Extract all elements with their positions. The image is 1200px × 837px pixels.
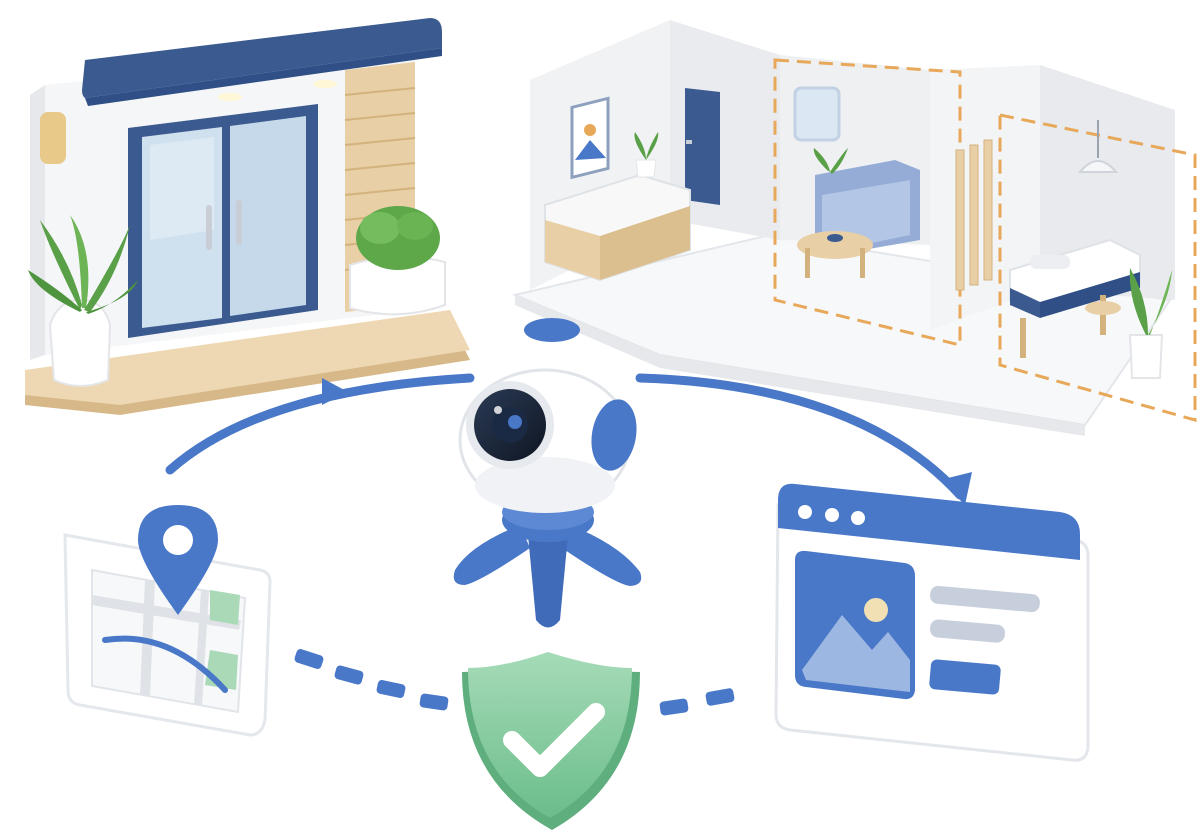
- potted-plant-left: [28, 215, 138, 387]
- map-pin-icon: [63, 505, 272, 737]
- storefront-illustration: [25, 18, 470, 415]
- browser-image-icon: [774, 483, 1090, 762]
- workflow-arrows: [165, 373, 972, 716]
- 360-camera-icon: [453, 368, 642, 628]
- interior-floorplan-illustration: [511, 20, 1197, 436]
- shield-check-icon: [462, 652, 640, 830]
- location-dot: [524, 318, 580, 342]
- arrow-left: [165, 373, 475, 475]
- potted-plant-right: [349, 206, 446, 316]
- arrow-right: [635, 373, 965, 500]
